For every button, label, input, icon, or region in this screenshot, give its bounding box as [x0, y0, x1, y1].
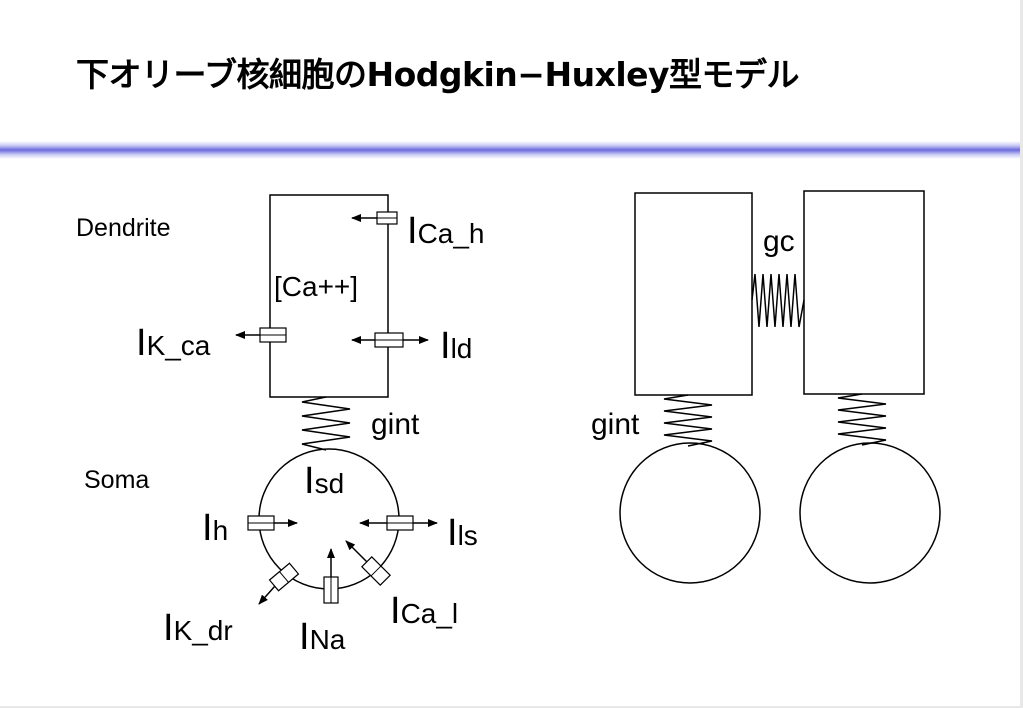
left-compartmental-model: Dendrite [Ca++] ICa_h IK_ca Ild gint	[76, 194, 485, 658]
gint-spring-cell2	[837, 393, 887, 446]
na-current-label: INa	[299, 616, 346, 658]
ca-h-current-label: ICa_h	[407, 210, 485, 252]
ls-current-label: Ils	[447, 512, 478, 554]
na-channel: INa	[299, 548, 346, 658]
k-dr-current-label: IK_dr	[163, 607, 233, 649]
right-coupled-cells-model: gc gint	[591, 190, 941, 584]
title-divider-band	[0, 141, 1023, 159]
calcium-concentration-label: [Ca++]	[274, 271, 358, 302]
ca-l-channel: ICa_l	[345, 540, 458, 632]
k-ca-channel: IK_ca	[136, 322, 287, 364]
page-title: 下オリーブ核細胞のHodgkin−Huxley型モデル	[76, 55, 800, 94]
h-channel: Ih	[202, 507, 298, 549]
k-ca-current-label: IK_ca	[136, 322, 211, 364]
ld-channel: Ild	[351, 325, 472, 367]
sd-current-label: Isd	[304, 460, 344, 502]
ca-l-current-label: ICa_l	[390, 590, 458, 632]
dendrite-compartment	[269, 194, 389, 398]
ca-l-arrow-icon	[345, 540, 368, 563]
cell2-dendrite-compartment	[803, 190, 925, 395]
gint-spring-cell1	[663, 394, 713, 447]
soma-label: Soma	[84, 466, 149, 494]
slide-edge-bottom	[0, 706, 1023, 708]
ld-current-label: Ild	[440, 325, 472, 367]
gint-label-right: gint	[591, 408, 640, 441]
slide-edge-right	[1020, 0, 1023, 708]
gint-spring-left	[301, 396, 351, 451]
cell2-soma-compartment	[799, 442, 941, 584]
dendrite-label: Dendrite	[76, 214, 171, 242]
k-dr-channel: IK_dr	[163, 562, 300, 649]
gint-label-left: gint	[371, 408, 420, 441]
h-current-label: Ih	[202, 507, 228, 549]
k-dr-arrow-icon	[258, 585, 276, 605]
cell1-soma-compartment	[619, 442, 761, 584]
gap-junction-spring	[751, 273, 805, 328]
gc-label: gc	[763, 225, 795, 258]
ls-channel: Ils	[359, 512, 478, 554]
cell1-dendrite-compartment	[634, 192, 753, 396]
ca-h-channel: ICa_h	[351, 210, 485, 252]
